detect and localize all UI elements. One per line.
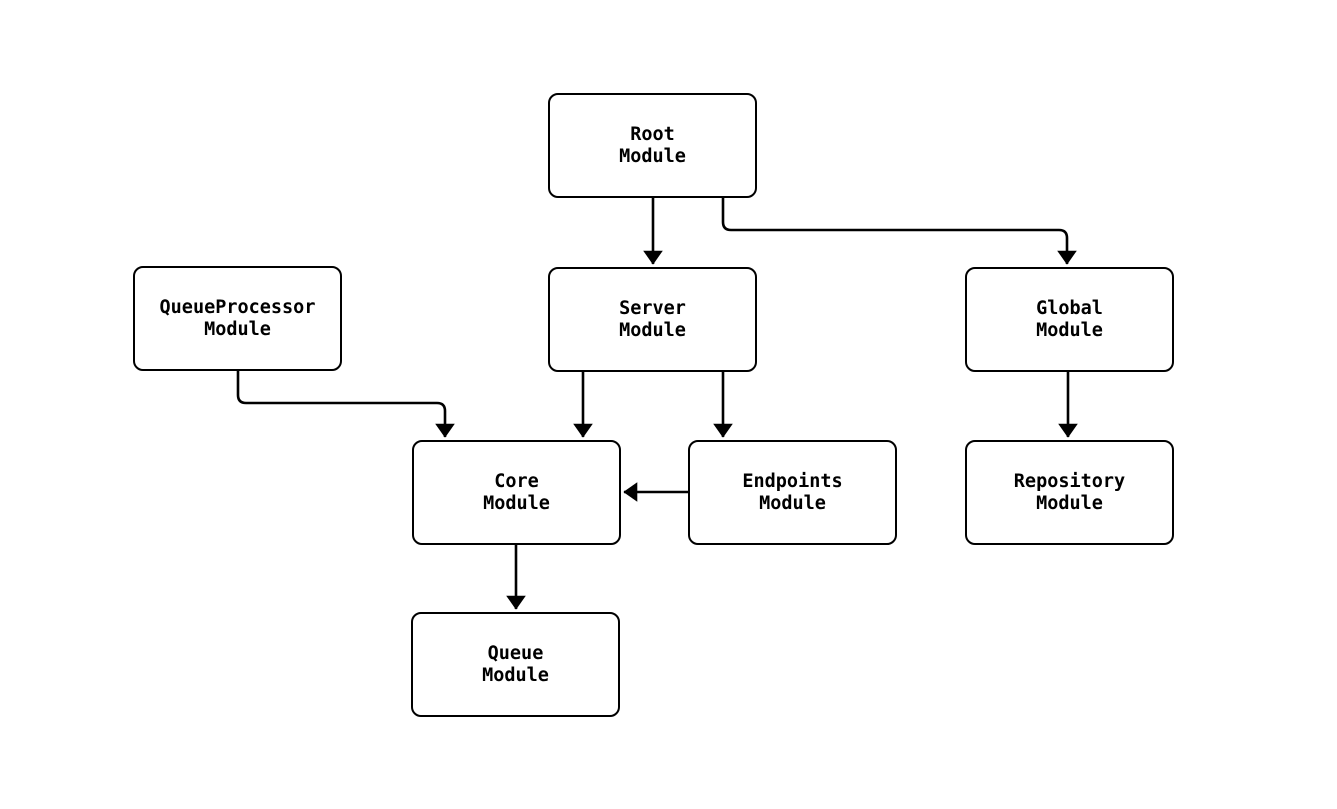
node-label-line: Module [204, 318, 271, 340]
node-core-module: Core Module [412, 440, 621, 545]
node-root-module: Root Module [548, 93, 757, 198]
node-label-line: QueueProcessor [159, 296, 316, 318]
node-queue-module: Queue Module [411, 612, 620, 717]
node-label-line: Endpoints [742, 470, 843, 492]
node-label-line: Queue [487, 642, 544, 664]
node-queueprocessor-module: QueueProcessor Module [133, 266, 342, 371]
node-global-module: Global Module [965, 267, 1174, 372]
node-repository-module: Repository Module [965, 440, 1174, 545]
node-endpoints-module: Endpoints Module [688, 440, 897, 545]
node-label-line: Module [1036, 319, 1103, 341]
node-server-module: Server Module [548, 267, 757, 372]
node-label-line: Module [483, 492, 550, 514]
node-label-line: Module [619, 319, 686, 341]
node-label-line: Global [1036, 297, 1103, 319]
node-label-line: Module [759, 492, 826, 514]
node-label-line: Core [494, 470, 539, 492]
edge-queueprocessor-to-core [236, 371, 455, 438]
node-label-line: Module [1036, 492, 1103, 514]
node-label-line: Repository [1013, 470, 1126, 492]
edge-root-to-global [721, 198, 1077, 265]
node-label-line: Module [619, 145, 686, 167]
node-label-line: Server [619, 297, 686, 319]
node-label-line: Module [482, 664, 549, 686]
node-label-line: Root [630, 123, 675, 145]
